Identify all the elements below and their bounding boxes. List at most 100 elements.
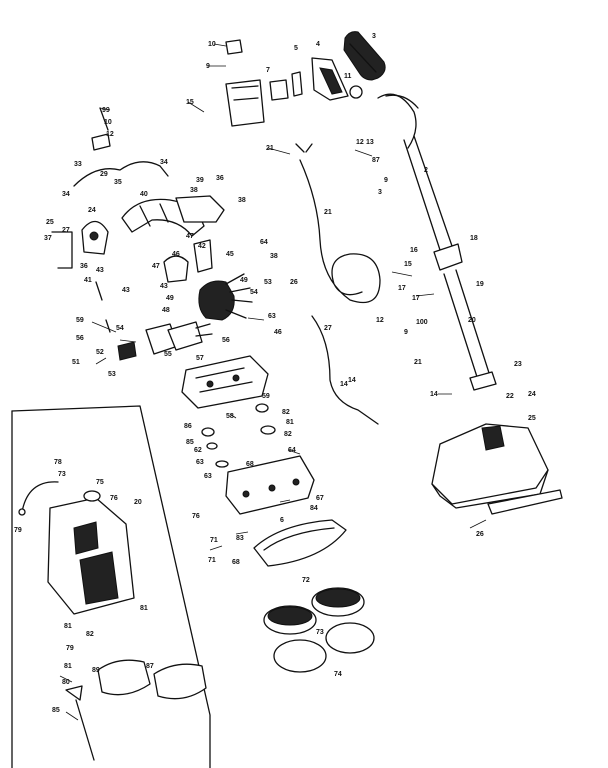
part-label: 59 [76,317,84,324]
part-label: 12 [356,139,364,146]
inset-panel [11,405,211,768]
part-label: 67 [316,495,324,502]
part-label: 15 [404,261,412,268]
part-label: 43 [96,267,104,274]
part-label: 54 [116,325,124,332]
part-label: 87 [372,157,380,164]
part-label: 34 [160,159,168,166]
part-label: 48 [162,307,170,314]
part-label: 21 [324,209,332,216]
part-label: 12 [376,317,384,324]
part-label: 14 [430,391,438,398]
part-label: 68 [246,461,254,468]
part-label: 34 [62,191,70,198]
part-label: 37 [44,235,52,242]
part-label: 59 [262,393,270,400]
part-label: 9 [206,63,210,70]
part-label: 38 [238,197,246,204]
part-label: 24 [528,391,536,398]
part-label: 21 [266,145,274,152]
part-label: 4 [316,41,320,48]
part-label: 27 [62,227,70,234]
part-label: 25 [46,219,54,226]
part-label: 43 [122,287,130,294]
part-label: 5 [294,45,298,52]
part-label: 63 [204,473,212,480]
part-number-labels: 10 9 3 4 5 7 11 15 99 10 12 21 12 13 87 … [14,33,536,714]
part-label: 36 [80,263,88,270]
part-label: 49 [166,295,174,302]
part-label: 82 [86,631,94,638]
part-label: 81 [64,623,72,630]
part-label: 9 [404,329,408,336]
part-label: 10 [208,41,216,48]
part-label: 54 [250,289,258,296]
part-label: 51 [72,359,80,366]
part-label: 75 [96,479,104,486]
part-label: 2 [424,167,428,174]
part-label: 76 [110,495,118,502]
part-label: 26 [476,531,484,538]
part-label: 9 [384,177,388,184]
part-label: 17 [398,285,406,292]
part-label: 45 [226,251,234,258]
part-label: 15 [186,99,194,106]
part-label: 79 [14,527,22,534]
part-label: 58 [226,413,234,420]
part-label: 16 [410,247,418,254]
part-label: 87 [146,663,154,670]
part-label: 55 [164,351,172,358]
part-label: 100 [416,319,428,326]
inset-tank-assembly [18,481,207,761]
part-label: 33 [74,161,82,168]
wand-tube [377,93,497,391]
part-label: 36 [216,175,224,182]
part-label: 72 [302,577,310,584]
part-label: 64 [260,239,268,246]
part-label: 46 [172,251,180,258]
polisher-head [431,423,563,515]
part-label: 23 [514,361,522,368]
part-label: 42 [198,243,206,250]
part-label: 78 [54,459,62,466]
part-label: 3 [378,189,382,196]
part-label: 17 [412,295,420,302]
part-label: 39 [196,177,204,184]
brushes [263,587,375,673]
part-label: 89 [92,667,100,674]
part-label: 52 [96,349,104,356]
part-label: 24 [88,207,96,214]
part-label: 81 [64,663,72,670]
part-label: 38 [190,187,198,194]
part-label: 84 [310,505,318,512]
part-label: 20 [468,317,476,324]
part-label: 71 [210,537,218,544]
part-label: 81 [140,605,148,612]
part-label: 46 [274,329,282,336]
base-chassis [181,355,347,567]
switch-plate-cluster [225,39,363,127]
hardware-column [91,107,276,468]
leader-lines [59,43,487,721]
part-label: 25 [528,415,536,422]
part-label: 22 [506,393,514,400]
part-label: 3 [372,33,376,40]
part-label: 86 [184,423,192,430]
part-label: 19 [476,281,484,288]
part-label: 56 [222,337,230,344]
part-label: 7 [266,67,270,74]
part-label: 53 [108,371,116,378]
part-label: 41 [84,277,92,284]
part-label: 68 [232,559,240,566]
part-label: 35 [114,179,122,186]
part-label: 82 [284,431,292,438]
part-label: 71 [208,557,216,564]
part-label: 63 [268,313,276,320]
part-label: 27 [324,325,332,332]
part-label: 74 [334,671,342,678]
part-label: 13 [366,139,374,146]
part-label: 73 [58,471,66,478]
part-label: 85 [52,707,60,714]
part-label: 49 [240,277,248,284]
